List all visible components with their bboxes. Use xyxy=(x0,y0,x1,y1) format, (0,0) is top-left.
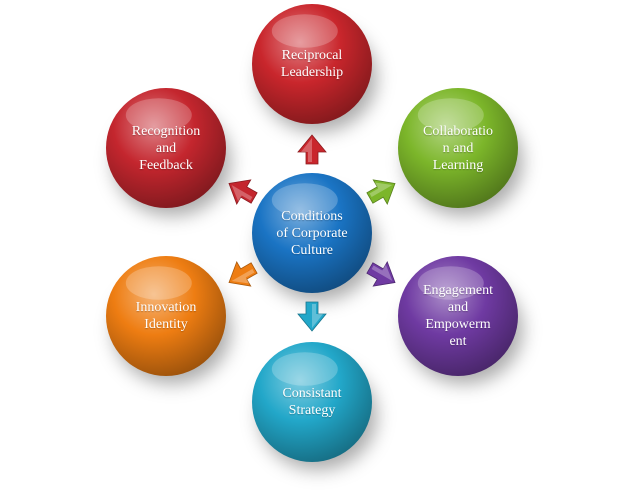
arrow-to-consistant-strategy xyxy=(297,301,327,332)
node-circle-innovation-identity-highlight xyxy=(125,266,192,300)
node-label-recognition-feedback: Recognition and Feedback xyxy=(131,123,201,173)
node-circle-consistant-strategy xyxy=(252,342,372,462)
arrow-to-reciprocal-leadership xyxy=(297,134,327,165)
node-label-reciprocal-leadership: Reciprocal Leadership xyxy=(280,48,344,80)
node-circle-collaboration-learning xyxy=(398,88,518,208)
node-circle-reciprocal-leadership xyxy=(252,4,372,124)
node-circle-innovation-identity xyxy=(106,256,226,376)
center-label: Conditions of Corporate Culture xyxy=(276,208,348,258)
circle-layer xyxy=(106,4,518,462)
arrow-to-innovation-identity xyxy=(228,260,258,287)
node-circle-recognition-feedback-highlight xyxy=(125,98,192,132)
arrow-to-collaboration-learning xyxy=(366,179,396,206)
center-circle xyxy=(252,173,372,293)
node-circle-engagement-empowerment-highlight xyxy=(417,266,484,300)
node-label-engagement-empowerment: Engagement and Empowerm ent xyxy=(423,283,493,349)
node-circle-reciprocal-leadership-highlight xyxy=(271,14,338,48)
arrow-to-recognition-feedback xyxy=(228,179,258,206)
node-label-innovation-identity: Innovation Identity xyxy=(135,300,197,332)
node-circle-engagement-empowerment xyxy=(398,256,518,376)
center-circle-highlight xyxy=(271,183,338,217)
node-circle-collaboration-learning-highlight xyxy=(417,98,484,132)
node-circle-recognition-feedback xyxy=(106,88,226,208)
arrow-to-engagement-empowerment xyxy=(366,260,396,287)
node-circle-consistant-strategy-highlight xyxy=(271,352,338,386)
node-label-consistant-strategy: Consistant Strategy xyxy=(282,386,342,418)
arrow-layer xyxy=(228,134,396,332)
node-label-collaboration-learning: Collaboratio n and Learning xyxy=(423,123,493,173)
